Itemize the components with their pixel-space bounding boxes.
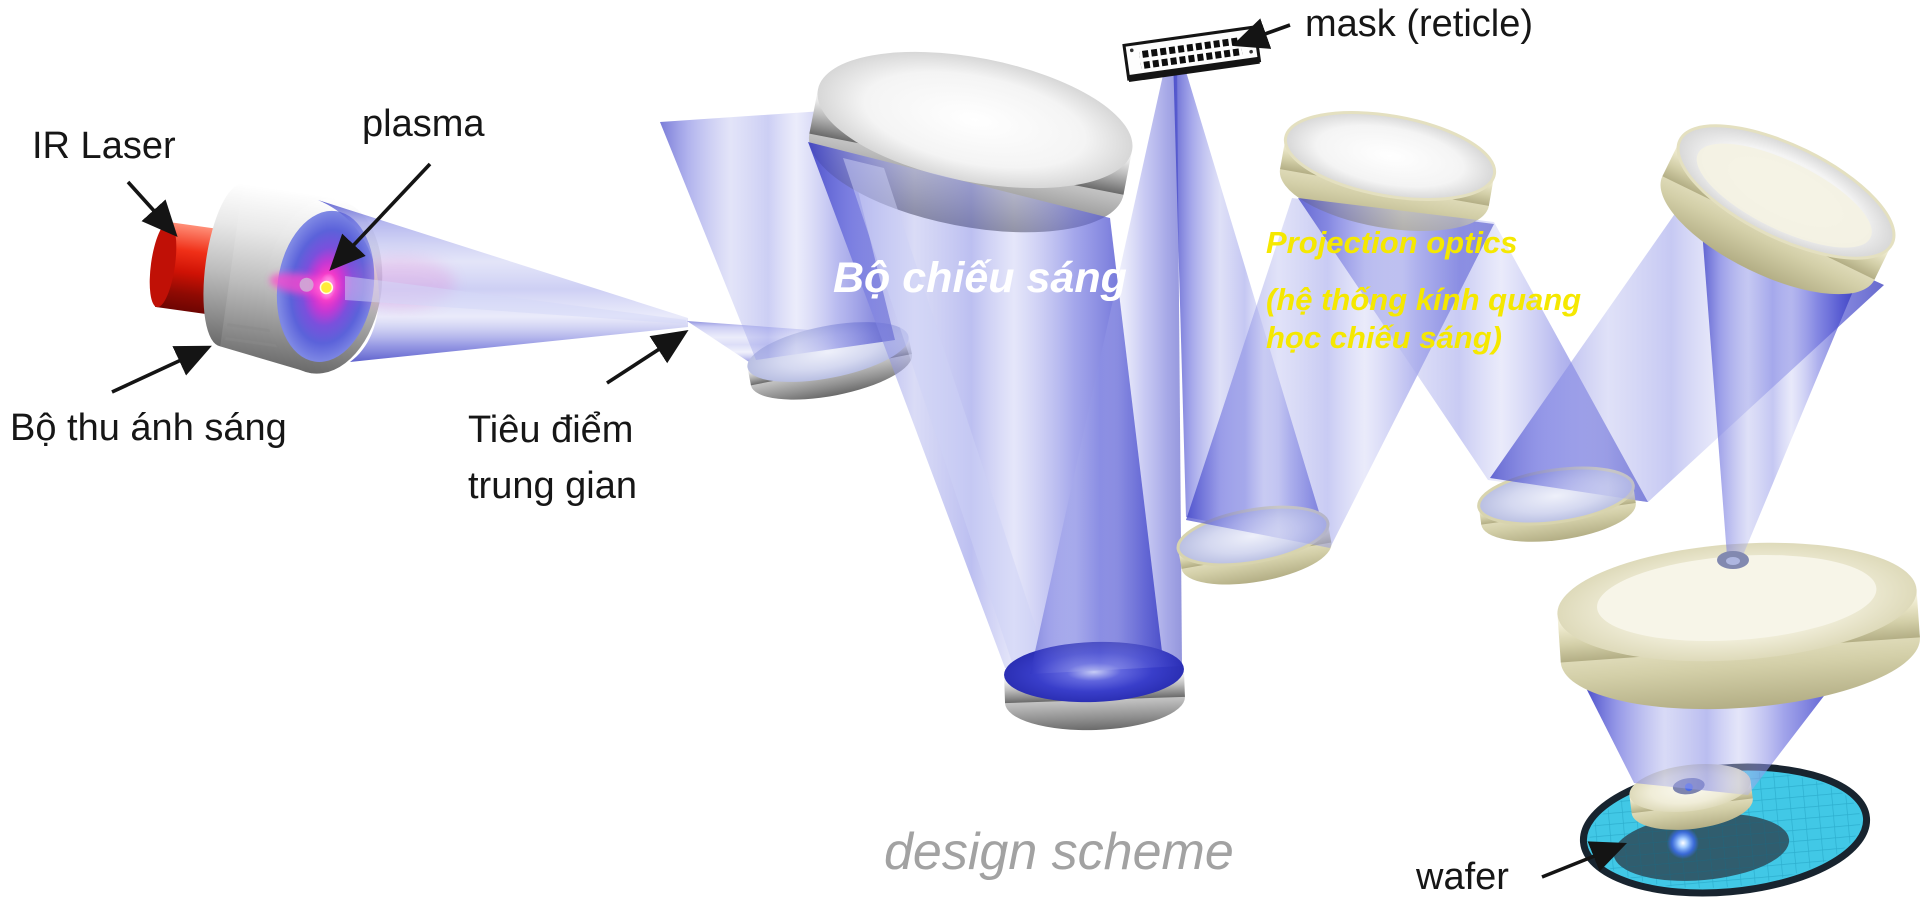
illuminator-top-mirror: [808, 51, 1133, 233]
arrow-light-collector: [111, 345, 212, 394]
po-main-mirror: [1557, 542, 1920, 710]
intermediate-focus-label: Tiêu điểm trung gian: [468, 402, 637, 514]
arrow-wafer: [1541, 841, 1628, 879]
intermediate-focus-line2: trung gian: [468, 465, 638, 507]
collector-beam: [318, 200, 688, 362]
plasma-label: plasma: [362, 103, 485, 145]
illuminator-label: Bộ chiếu sáng: [833, 254, 1127, 302]
po-beam-4-main: [1702, 230, 1856, 560]
caption-label: design scheme: [884, 823, 1234, 881]
projection-optics-line3: học chiếu sáng): [1266, 320, 1502, 355]
arrow-mask: [1231, 18, 1291, 49]
projection-optics-line2: (hệ thống kính quang: [1266, 282, 1582, 317]
arrow-ir-laser: [126, 180, 178, 238]
arrow-plasma: [329, 162, 432, 271]
po-main-mirror-hole: [1717, 551, 1749, 569]
wafer-label: wafer: [1416, 856, 1509, 898]
po-mirror-2: [1279, 111, 1497, 231]
po-mirror-4: [1660, 124, 1896, 295]
wafer-glow: [1667, 827, 1699, 859]
plasma-dot: [319, 280, 334, 295]
mask-label: mask (reticle): [1305, 3, 1534, 45]
mask-plate: [1122, 25, 1262, 83]
light-collector-label: Bộ thu ánh sáng: [10, 407, 287, 449]
mask-up-beam: [1030, 57, 1182, 674]
projection-optics-subtitle: (hệ thống kính quang học chiếu sáng): [1266, 281, 1581, 357]
ir-laser-label: IR Laser: [32, 125, 176, 167]
arrow-intermediate-focus: [606, 330, 689, 385]
intermediate-focus-line1: Tiêu điểm: [468, 409, 634, 451]
projection-optics-title: Projection optics: [1266, 225, 1518, 260]
